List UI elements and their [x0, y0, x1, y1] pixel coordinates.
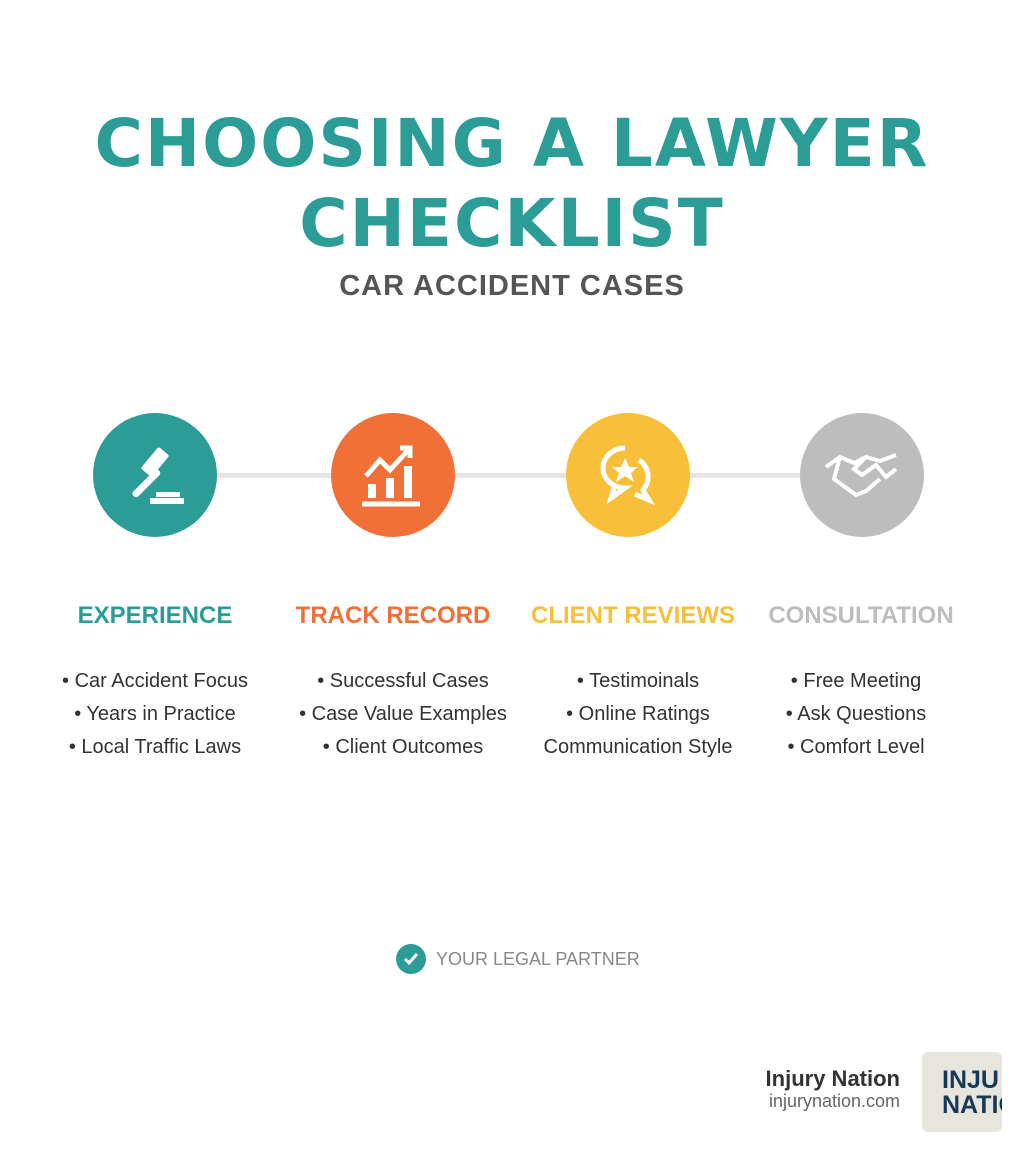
title-line-1: CHOOSING A LAWYER	[94, 105, 930, 182]
step-heading-client-reviews: CLIENT REVIEWS	[530, 602, 735, 629]
growth-chart-icon	[331, 413, 455, 537]
list-item: • Testimoinals	[576, 670, 700, 692]
star-review-bubble-icon	[566, 413, 690, 537]
list-item: • Client Outcomes	[322, 736, 484, 758]
step-heading-experience: EXPERIENCE	[77, 602, 233, 629]
list-item: • Car Accident Focus	[62, 670, 248, 692]
list-item: • Online Ratings	[566, 703, 710, 725]
gavel-icon	[93, 413, 217, 537]
list-item: • Free Meeting	[790, 670, 922, 692]
brand-logo: INJUNATIO	[922, 1052, 1002, 1132]
list-item: • Comfort Level	[787, 736, 925, 758]
list-item: • Case Value Examples	[299, 703, 507, 725]
brand-url: injurynation.com	[768, 1091, 900, 1111]
track-record-list: • Successful Cases • Case Value Examples •…	[283, 670, 523, 769]
connector-line	[155, 473, 862, 478]
check-icon	[396, 944, 426, 974]
consultation-list: • Free Meeting • Ask Questions • Comfort L…	[736, 670, 976, 769]
list-item: Communication Style	[543, 736, 733, 758]
brand-name: Injury Nation	[765, 1066, 900, 1091]
experience-list: • Car Accident Focus • Years in Practice •…	[35, 670, 275, 769]
list-item: • Local Traffic Laws	[68, 736, 242, 758]
subtitle: CAR ACCIDENT CASES	[339, 270, 685, 302]
list-item: • Years in Practice	[74, 703, 236, 725]
title-line-2: CHECKLIST	[299, 185, 725, 262]
step-heading-track-record: TRACK RECORD	[295, 602, 491, 629]
handshake-icon	[800, 413, 924, 537]
step-heading-consultation: CONSULTATION	[768, 602, 954, 629]
list-item: • Ask Questions	[785, 703, 927, 725]
list-item: • Successful Cases	[317, 670, 489, 692]
tagline: YOUR LEGAL PARTNER	[436, 949, 640, 969]
